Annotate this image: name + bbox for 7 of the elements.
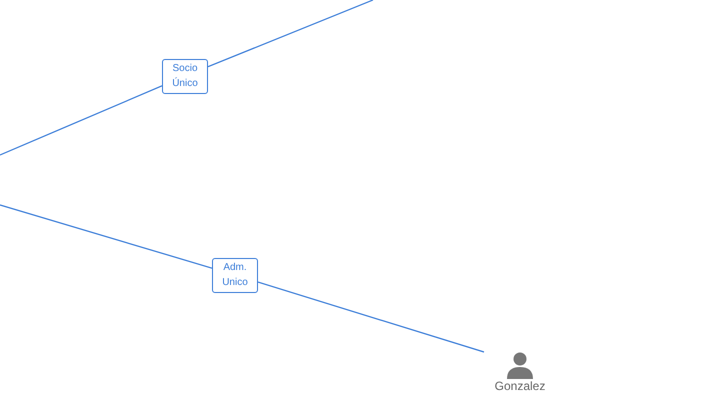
connector-line [258,282,484,353]
person-name: Gonzalez [494,379,546,393]
connector-line [0,204,212,269]
role-label: Socio Único [162,58,208,94]
connector-line [0,85,162,156]
connector-line [208,0,374,68]
role-label: Adm. Unico [212,258,258,292]
